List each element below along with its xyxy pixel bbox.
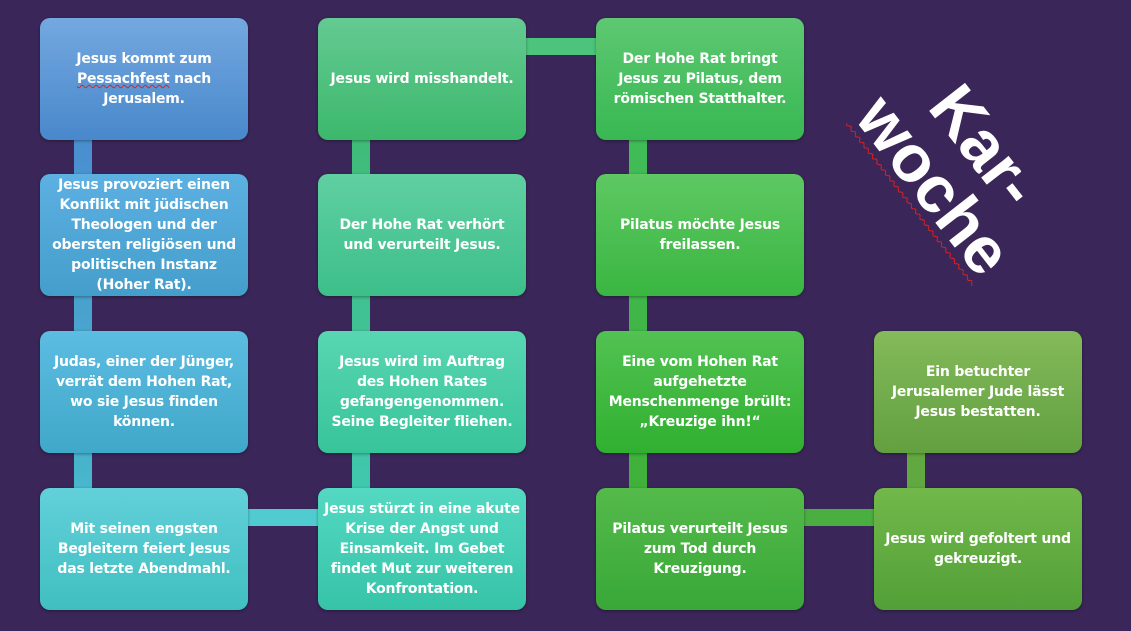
connector (804, 509, 874, 526)
event-box-12: Pilatus verurteilt Jesus zum Tod durch K… (596, 488, 804, 610)
event-box-5: Jesus stürzt in eine akute Krise der Ang… (318, 488, 526, 610)
event-box-9: Der Hohe Rat bringt Jesus zu Pilatus, de… (596, 18, 804, 140)
diagram-title: Kar- woche (842, 45, 1073, 288)
connector (526, 38, 596, 55)
event-box-13: Jesus wird gefoltert und gekreuzigt. (874, 488, 1082, 610)
connector (248, 509, 318, 526)
connector (907, 450, 925, 495)
event-box-11: Eine vom Hohen Rat aufgehetzte Menschenm… (596, 331, 804, 453)
event-box-10: Pilatus möchte Jesus freilassen. (596, 174, 804, 296)
event-box-4: Mit seinen engsten Begleitern feiert Jes… (40, 488, 248, 610)
event-box-6: Jesus wird im Auftrag des Hohen Rates ge… (318, 331, 526, 453)
event-box-8: Jesus wird misshandelt. (318, 18, 526, 140)
event-box-14: Ein betuchter Jerusalemer Jude lässt Jes… (874, 331, 1082, 453)
event-box-7: Der Hohe Rat verhört und verurteilt Jesu… (318, 174, 526, 296)
event-box-2: Jesus provoziert einen Konflikt mit jüdi… (40, 174, 248, 296)
event-box-3: Judas, einer der Jünger, verrät dem Hohe… (40, 331, 248, 453)
event-box-1: Jesus kommt zum Pessachfest nach Jerusal… (40, 18, 248, 140)
